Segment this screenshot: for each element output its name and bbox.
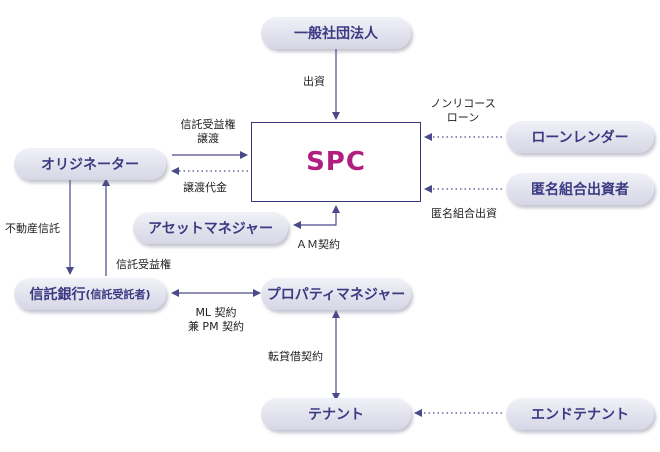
pm-contract-line: 兼 PM 契約 <box>187 320 245 333</box>
nonrecourse-line2: ローン <box>446 111 480 124</box>
end-tenant-label: エンドテナント <box>531 407 629 423</box>
nonrecourse-line1: ノンリコース <box>430 97 496 110</box>
trust-bank-node: 信託銀行(信託受託者) <box>14 278 166 310</box>
property-manager-label: プロパティマネジャー <box>266 287 406 303</box>
tenant-node: テナント <box>261 398 411 430</box>
originator-node: オリジネーター <box>14 148 166 180</box>
silent-investor-node: 匿名組合出資者 <box>506 173 654 205</box>
ml-contract-line: ML 契約 <box>195 306 237 319</box>
silent-partnership-investment-label: 匿名組合出資 <box>431 207 497 220</box>
real-estate-trust-label: 不動産信託 <box>5 222 60 235</box>
asset-manager-label: アセットマネジャー <box>147 221 274 237</box>
trust-beneficiary-label: 信託受益権 <box>116 258 171 271</box>
trust-bank-sub-label: (信託受託者) <box>85 288 151 301</box>
end-tenant-node: エンドテナント <box>506 398 654 430</box>
general-association-label: 一般社団法人 <box>294 26 378 42</box>
sublease-contract-label: 転貸借契約 <box>268 350 323 363</box>
spc-box: SPC <box>251 122 421 202</box>
trust-transfer-line2: 譲渡 <box>197 132 219 145</box>
trust-transfer-line1: 信託受益権 <box>180 118 236 131</box>
trust-bank-label: 信託銀行 <box>29 287 86 303</box>
nonrecourse-loan-label: ノンリコース ローン <box>423 97 503 125</box>
am-contract-arrow <box>293 205 340 229</box>
tenant-label: テナント <box>308 407 364 423</box>
property-manager-node: プロパティマネジャー <box>261 278 411 310</box>
loan-lender-node: ローンレンダー <box>506 121 654 153</box>
loan-lender-label: ローンレンダー <box>531 130 629 146</box>
asset-manager-node: アセットマネジャー <box>133 212 288 244</box>
silent-investor-label: 匿名組合出資者 <box>531 182 629 198</box>
trust-transfer-label: 信託受益権 譲渡 <box>168 118 248 146</box>
originator-label: オリジネーター <box>41 157 139 173</box>
transfer-payment-label: 譲渡代金 <box>183 181 227 194</box>
spc-label: SPC <box>306 147 366 177</box>
general-association-node: 一般社団法人 <box>261 17 411 49</box>
investment-label: 出資 <box>303 75 325 88</box>
am-contract-label: ＡＭ契約 <box>296 238 340 251</box>
ml-pm-contract-label: ML 契約 兼 PM 契約 <box>176 306 256 334</box>
